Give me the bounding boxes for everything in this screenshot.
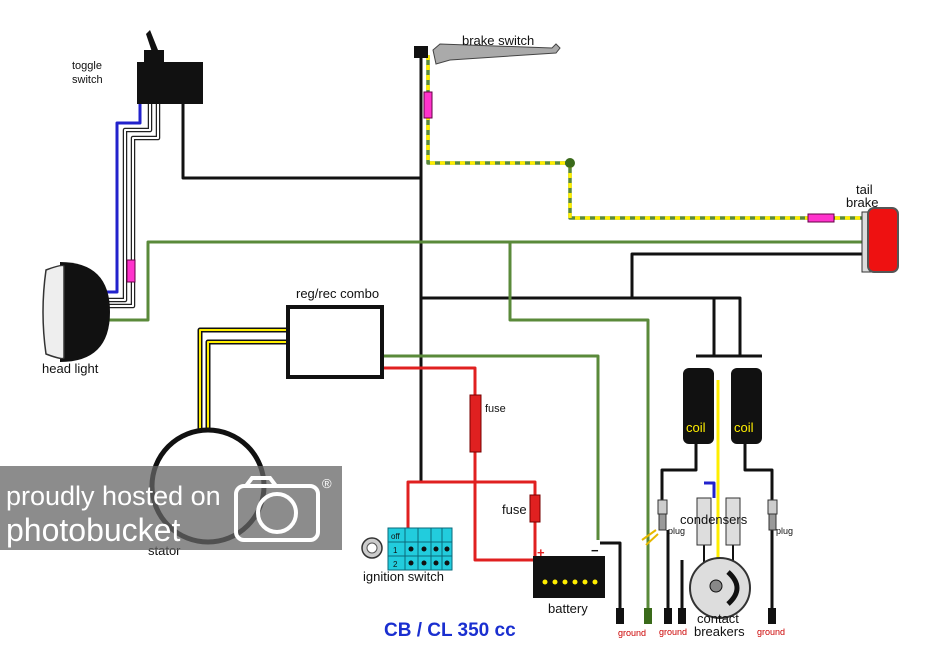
contact-label-2: breakers (694, 624, 745, 639)
coil-1-label: coil (686, 420, 706, 435)
photobucket-watermark: proudly hosted on photobucket ® (0, 466, 342, 550)
main-fuse (469, 394, 482, 453)
toggle-white-wire-1-core (104, 103, 151, 301)
ignition-red-wire (406, 480, 537, 530)
spark-plug-1 (657, 499, 668, 531)
brake-switch-label: brake switch (462, 33, 534, 48)
spark-plug-2 (767, 499, 778, 531)
ignition-row-1: 1 (393, 546, 398, 555)
toggle-switch-label-2: switch (72, 74, 103, 86)
ignition-switch (361, 527, 453, 571)
regrec-red-wire (382, 366, 477, 395)
battery-neg-wire (600, 541, 622, 608)
toggle-switch (137, 30, 203, 104)
ground-terminals (616, 608, 776, 624)
brake-wire-base (426, 55, 862, 220)
watermark-registered: ® (322, 476, 332, 491)
brake-switch (414, 43, 561, 65)
green-taillight-wire (104, 240, 862, 322)
fuse-red-wire-down (473, 452, 540, 562)
stator-yellow-wire-1-core (199, 329, 288, 430)
regrec-green-wire (382, 354, 600, 540)
toggle-blue-wire (104, 103, 142, 294)
brake-junction-dot (565, 158, 575, 168)
stator-yellow-wire-1 (197, 327, 288, 430)
ground-label-3: ground (757, 627, 785, 637)
ignition-row-off: off (391, 532, 401, 541)
plug-1-label: plug (668, 526, 685, 536)
brake-wire-stripe (426, 55, 862, 220)
ignition-switch-label: ignition switch (363, 569, 444, 584)
toggle-switch-label-1: toggle (72, 60, 102, 72)
toggle-black-wire (181, 103, 421, 180)
coil-feed-black (421, 296, 742, 356)
condensers-label: condensers (680, 512, 748, 527)
diagram-title: CB / CL 350 cc (384, 620, 516, 641)
coil1-plug-wire (660, 440, 698, 500)
brake-fuse (423, 91, 433, 119)
battery-minus: − (591, 543, 599, 558)
contact-breakers (689, 557, 751, 619)
regrec-label: reg/rec combo (296, 286, 379, 301)
coil-2-label: coil (734, 420, 754, 435)
regrec-box (286, 305, 384, 379)
coil-1 (683, 368, 714, 444)
main-fuse-label: fuse (485, 403, 506, 415)
ground-label-2: ground (659, 627, 687, 637)
ignition-fuse (529, 494, 541, 523)
tail-brake-label-1: tail (856, 182, 873, 197)
tail-brake-label-2: brake (846, 195, 879, 210)
coil-blue-wire (704, 481, 716, 498)
coil-2 (731, 368, 762, 444)
green-ground-wire-1 (508, 242, 650, 608)
camera-icon (234, 476, 320, 542)
battery-label: battery (548, 601, 588, 616)
tail-black-wire (421, 252, 862, 300)
plug-2-label: plug (776, 526, 793, 536)
ignition-row-2: 2 (393, 560, 398, 569)
ignition-fuse-label: fuse (502, 502, 527, 517)
head-light (42, 262, 110, 362)
toggle-white-wire-2-core (104, 103, 159, 307)
condenser-1 (696, 497, 712, 546)
contact-label-1: contact (697, 611, 739, 626)
headlight-fuse (126, 259, 136, 283)
condenser-2 (725, 497, 741, 546)
ground-label-1: ground (618, 628, 646, 638)
spark-icon (641, 529, 659, 546)
stator-yellow-wire-2-core (207, 341, 288, 430)
head-light-label: head light (42, 361, 99, 376)
watermark-line-2: photobucket (6, 512, 180, 548)
battery-plus: + (537, 545, 545, 560)
tail-fuse (807, 213, 835, 223)
battery (533, 556, 605, 598)
tail-brake-light (861, 207, 899, 273)
coil2-plug-wire (743, 440, 774, 500)
stator-yellow-wire-2 (205, 339, 288, 430)
watermark-line-1: proudly hosted on (6, 481, 221, 511)
